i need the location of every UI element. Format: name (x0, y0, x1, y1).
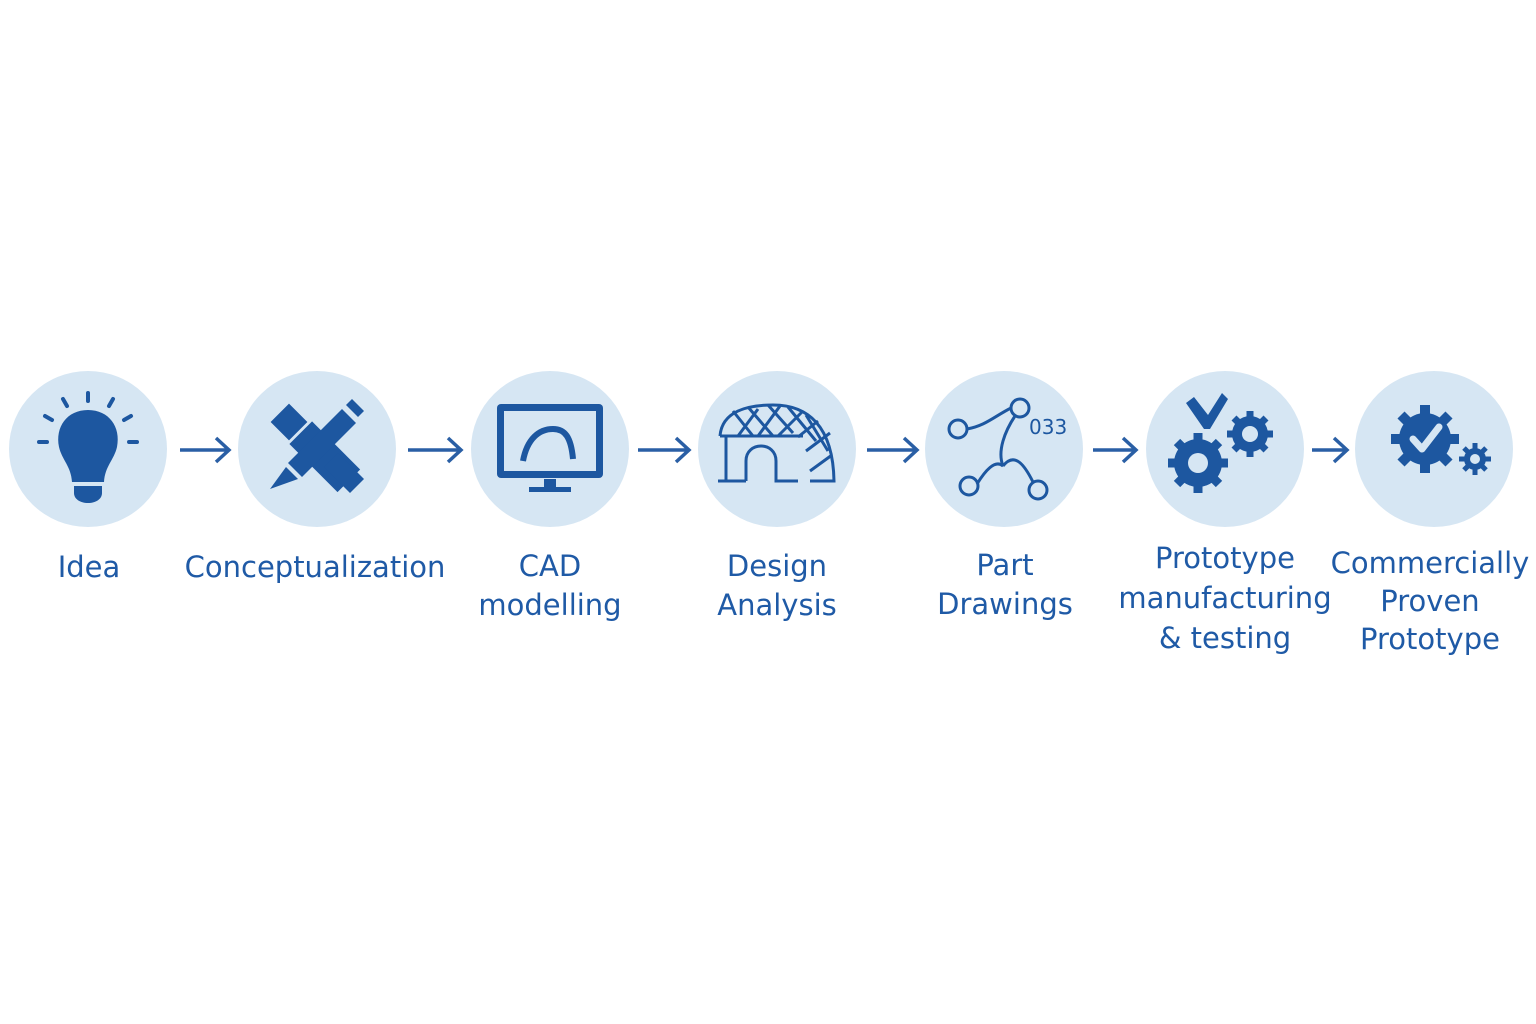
step-prototype-circle (1146, 371, 1304, 527)
label-line: Idea (57, 550, 121, 584)
step-label-design-analysis: Design Analysis (627, 547, 927, 625)
drawing-number-text: 033 (1029, 415, 1067, 439)
step-part-drawings-circle: 033 (925, 371, 1083, 527)
gear-check-icon (1391, 405, 1491, 475)
arrow-right-icon (867, 436, 920, 464)
label-line: CAD (518, 549, 582, 583)
label-line: Proven (1380, 584, 1480, 618)
monitor-cad-icon (497, 404, 603, 492)
arrow-right-icon (1312, 436, 1350, 464)
label-line: Drawings (937, 587, 1073, 621)
gears-hammer-icon (1168, 393, 1273, 493)
pencil-ruler-icon (270, 399, 364, 493)
label-line: Analysis (717, 588, 837, 622)
label-line: Part (976, 548, 1034, 582)
label-line: manufacturing (1118, 581, 1332, 615)
step-label-commercial: Commercially Proven Prototype (1280, 544, 1536, 658)
step-label-part-drawings: Part Drawings (855, 546, 1155, 624)
arrow-right-icon (408, 436, 464, 464)
lightbulb-icon (37, 391, 139, 503)
step-label-prototype: Prototype manufacturing & testing (1075, 538, 1375, 658)
label-line: Prototype (1155, 541, 1295, 575)
label-line: Conceptualization (184, 550, 446, 584)
arrow-right-icon (180, 436, 232, 464)
label-line: Commercially (1330, 546, 1530, 580)
step-label-cad: CAD modelling (400, 547, 700, 625)
drawing-nodes-icon: 033 (947, 397, 1067, 501)
step-label-idea: Idea (0, 548, 239, 587)
step-idea-circle (9, 371, 167, 527)
step-label-conceptualization: Conceptualization (165, 548, 465, 587)
step-commercial-circle (1355, 371, 1513, 527)
label-line: Prototype (1360, 622, 1500, 656)
arrow-right-icon (1093, 436, 1139, 464)
step-cad-circle (471, 371, 629, 527)
arrow-right-icon (638, 436, 692, 464)
step-conceptualization-circle (238, 371, 396, 527)
step-design-analysis-circle (698, 371, 856, 527)
label-line: & testing (1158, 621, 1292, 655)
label-line: Design (726, 549, 828, 583)
label-line: modelling (478, 588, 622, 622)
mesh-arch-icon (718, 403, 836, 483)
